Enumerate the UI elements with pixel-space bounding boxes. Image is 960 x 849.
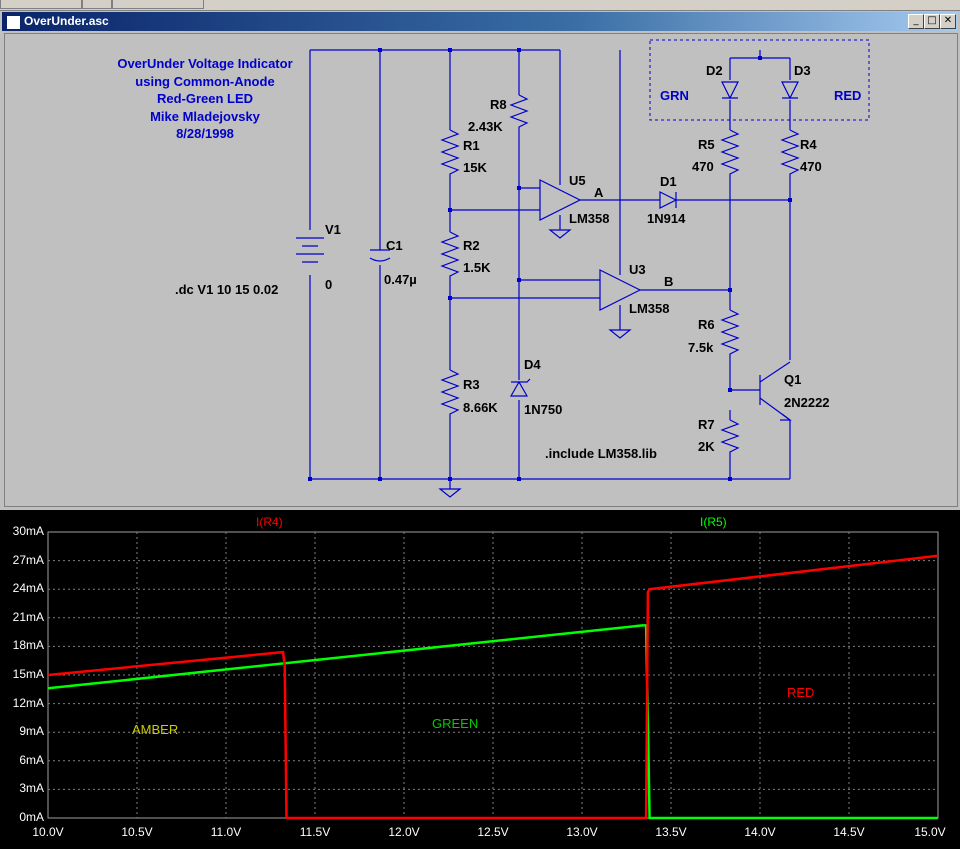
r5-value[interactable]: 470: [692, 159, 714, 174]
r6-name[interactable]: R6: [698, 317, 715, 332]
y-tick-label: 9mA: [19, 724, 44, 739]
x-tick-label: 12.0V: [388, 825, 420, 839]
r7-name[interactable]: R7: [698, 417, 715, 432]
header-line: Mike Mladejovsky: [150, 108, 260, 124]
x-tick-label: 15.0V: [914, 825, 946, 839]
x-tick-label: 14.0V: [744, 825, 776, 839]
tab-3[interactable]: [112, 0, 204, 9]
r3-value[interactable]: 8.66K: [463, 400, 498, 415]
x-tick-label: 13.5V: [655, 825, 687, 839]
y-tick-label: 0mA: [19, 810, 44, 824]
close-button[interactable]: ✕: [940, 14, 956, 29]
trace-label-ir4[interactable]: I(R4): [256, 515, 283, 529]
u3-value[interactable]: LM358: [629, 301, 670, 316]
header-line: OverUnder Voltage Indicator: [117, 56, 293, 71]
r1-name[interactable]: R1: [463, 138, 480, 153]
header-line: 8/28/1998: [176, 126, 234, 141]
r6-value[interactable]: 7.5k: [688, 340, 714, 355]
grn-label: GRN: [660, 88, 689, 103]
series-line-ir4[interactable]: [47, 554, 939, 820]
x-tick-label: 14.5V: [833, 825, 865, 839]
d1-name[interactable]: D1: [660, 174, 677, 189]
schematic-header: OverUnder Voltage Indicator using Common…: [90, 55, 320, 143]
q1-name[interactable]: Q1: [784, 372, 802, 387]
tab-2[interactable]: [82, 0, 112, 9]
annotation-green[interactable]: GREEN: [432, 716, 479, 731]
u5-value[interactable]: LM358: [569, 211, 610, 226]
x-tick-label: 12.5V: [477, 825, 509, 839]
r2-name[interactable]: R2: [463, 238, 480, 253]
u3-name[interactable]: U3: [629, 262, 646, 277]
y-tick-label: 18mA: [12, 638, 44, 653]
d3-name[interactable]: D3: [794, 63, 811, 78]
r2-value[interactable]: 1.5K: [463, 260, 491, 275]
y-tick-label: 24mA: [12, 581, 44, 596]
schematic-canvas[interactable]: [4, 33, 958, 507]
d4-name[interactable]: D4: [524, 357, 541, 372]
r4-value[interactable]: 470: [800, 159, 822, 174]
app-icon: [6, 15, 21, 30]
include-directive[interactable]: .include LM358.lib: [545, 446, 657, 461]
net-a-label[interactable]: A: [594, 185, 604, 200]
x-tick-label: 10.0V: [32, 825, 64, 839]
minimize-button[interactable]: _: [908, 14, 924, 29]
y-tick-label: 6mA: [19, 752, 44, 767]
led-package-box: [649, 39, 870, 121]
header-line: Red-Green LED: [156, 91, 254, 106]
r8-name[interactable]: R8: [490, 97, 507, 112]
annotation-red[interactable]: RED: [787, 685, 815, 700]
x-tick-label: 11.5V: [299, 825, 331, 839]
window-titlebar[interactable]: OverUnder.asc _ □ ✕: [2, 12, 958, 31]
annotation-amber[interactable]: AMBER: [132, 722, 179, 737]
window-title: OverUnder.asc: [24, 14, 109, 28]
c1-name[interactable]: C1: [386, 238, 403, 253]
d1-value[interactable]: 1N914: [647, 211, 686, 226]
maximize-button[interactable]: □: [924, 14, 940, 29]
r1-value[interactable]: 15K: [463, 160, 487, 175]
trace-label-ir5[interactable]: I(R5): [700, 515, 727, 529]
y-tick-label: 27mA: [12, 552, 44, 567]
r8-value[interactable]: 2.43K: [468, 119, 503, 134]
q1-value[interactable]: 2N2222: [784, 395, 830, 410]
v1-name[interactable]: V1: [325, 222, 341, 237]
c1-value[interactable]: 0.47µ: [384, 272, 417, 287]
d2-name[interactable]: D2: [706, 63, 723, 78]
u5-name[interactable]: U5: [569, 173, 586, 188]
y-tick-label: 3mA: [19, 781, 44, 796]
y-tick-label: 21mA: [12, 609, 44, 624]
schematic-wiring: [296, 39, 870, 498]
x-tick-label: 10.5V: [121, 825, 153, 839]
r3-name[interactable]: R3: [463, 377, 480, 392]
series-line-ir5[interactable]: [47, 624, 938, 820]
v1-value[interactable]: 0: [325, 277, 333, 292]
net-b-label[interactable]: B: [664, 274, 674, 289]
header-line: using Common-Anode: [135, 73, 275, 89]
r7-value[interactable]: 2K: [698, 439, 715, 454]
tab-strip: [0, 0, 960, 11]
r5-name[interactable]: R5: [698, 137, 715, 152]
y-tick-label: 30mA: [12, 524, 44, 538]
y-tick-label: 12mA: [12, 695, 44, 710]
dc-directive[interactable]: .dc V1 10 15 0.02: [175, 282, 279, 297]
r4-name[interactable]: R4: [800, 137, 817, 152]
y-tick-label: 15mA: [12, 667, 44, 681]
x-tick-label: 13.0V: [566, 825, 598, 839]
x-tick-label: 11.0V: [210, 825, 242, 839]
tab-1[interactable]: [0, 0, 82, 9]
d4-value[interactable]: 1N750: [524, 402, 563, 417]
waveform-plot[interactable]: [0, 510, 960, 849]
red-label: RED: [834, 88, 862, 103]
